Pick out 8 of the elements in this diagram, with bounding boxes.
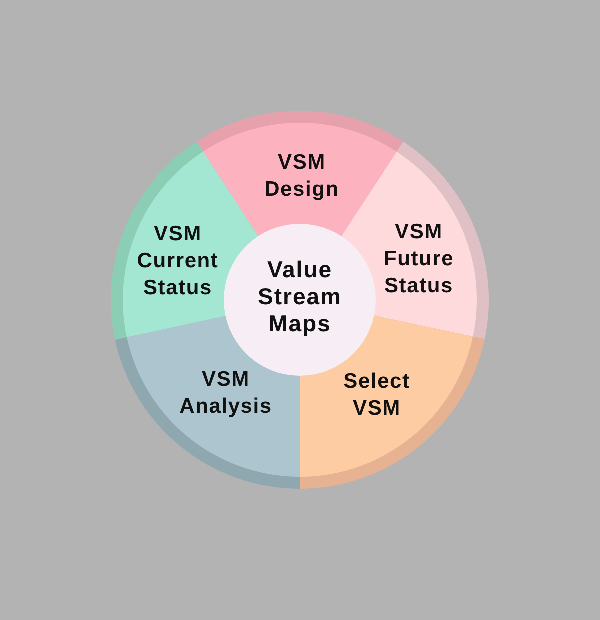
donut-segment (341, 141, 489, 340)
segment-label: Select VSM (344, 369, 410, 422)
segment-label: VSM Design (264, 150, 340, 203)
segment-label: VSM Current Status (137, 222, 219, 302)
segment-label: VSM Future Status (384, 220, 454, 300)
segment-label: VSM Analysis (180, 367, 272, 420)
center-label: Value Stream Maps (258, 256, 342, 338)
donut-segment (111, 141, 259, 340)
